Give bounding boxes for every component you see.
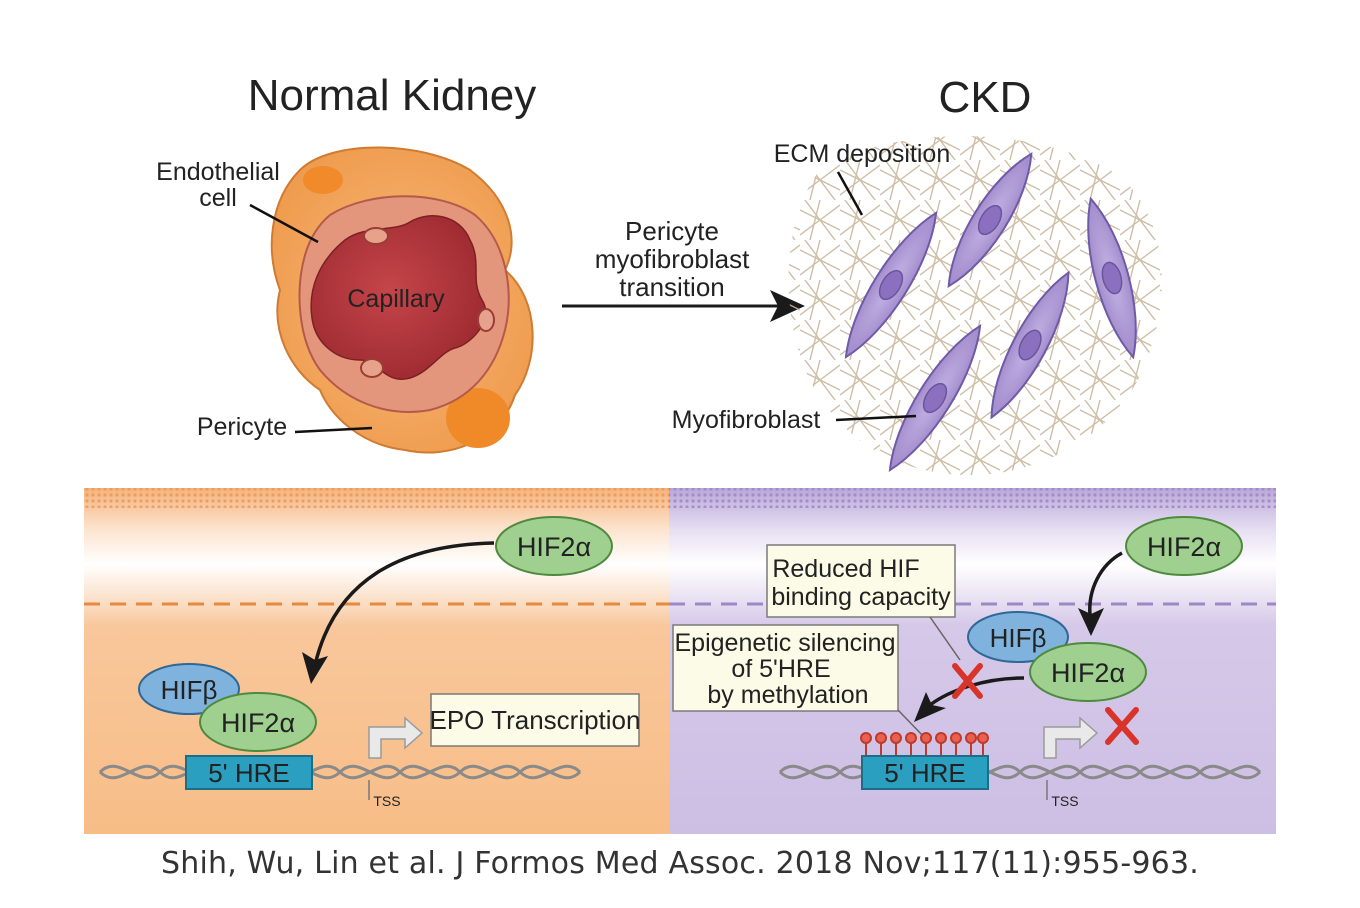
myofibroblast-cell: [990, 270, 1070, 420]
epigenetic-pointer: [897, 709, 926, 739]
ecm-pointer: [836, 171, 864, 216]
endothelial-label-2: cell: [199, 184, 237, 212]
epo-box: [430, 693, 640, 747]
reduced-binding-label-1: Reduced HIF: [772, 555, 919, 583]
transition-label-1: Pericyte: [625, 216, 719, 246]
ckd-title: CKD: [939, 73, 1032, 122]
inhibition-x-binding: [952, 663, 983, 699]
transcription-start-arrow: [368, 716, 424, 759]
ckd-cell-panel: HIF2α Reduced HIF binding capacity Epige…: [669, 488, 1276, 834]
dna-helix-left: [98, 764, 582, 780]
ecm-label: ECM deposition: [774, 140, 950, 168]
normal-membrane: [84, 488, 669, 508]
tss-label-right: TSS: [1051, 793, 1078, 809]
hif2a-translocation-arrow: [313, 541, 495, 666]
epo-label: EPO Transcription: [430, 705, 641, 735]
myofibroblast-cell: [1087, 196, 1137, 360]
hif2a-free-oval-ckd: [1125, 516, 1243, 576]
myofibroblast-label: Myofibroblast: [672, 406, 821, 434]
hif2a-free-label: HIF2α: [517, 532, 591, 562]
epigenetic-box: [672, 624, 899, 712]
pericyte-nucleus-bottom: [446, 388, 510, 448]
pericyte-label: Pericyte: [197, 413, 287, 441]
myofibroblast-cell: [947, 152, 1033, 288]
normal-cell-panel: HIF2α 5' HRE HIFβ HIF2α TSS EPO Transcri…: [84, 488, 669, 834]
pericyte-nucleus-top: [303, 166, 343, 194]
citation: Shih, Wu, Lin et al. J Formos Med Assoc.…: [161, 846, 1199, 881]
hif2a-bound-label-ckd: HIF2α: [1051, 658, 1125, 688]
reduced-binding-pointer: [929, 616, 961, 661]
reduced-binding-label-2: binding capacity: [771, 583, 951, 611]
myofibroblast-pointer: [835, 414, 917, 422]
endothelial-pointer: [249, 203, 319, 244]
hre-label-right: 5' HRE: [884, 758, 966, 788]
hif2a-translocation-arrowhead-ckd: [1078, 608, 1104, 636]
tss-label-left: TSS: [373, 793, 400, 809]
blocked-binding-arrowhead: [914, 692, 946, 722]
endothelial-nucleus: [477, 308, 495, 332]
hifb-oval-left: [138, 663, 240, 715]
epigenetic-label-1: Epigenetic silencing: [675, 629, 896, 657]
transition-label-3: transition: [619, 272, 725, 302]
hre-label-left: 5' HRE: [208, 758, 290, 788]
normal-kidney-title: Normal Kidney: [248, 71, 537, 120]
transition-arrowhead: [770, 290, 805, 322]
dna-helix-right: [778, 764, 1262, 780]
endothelial-nucleus: [363, 227, 389, 245]
ecm-region: [788, 136, 1162, 476]
hifb-label-left: HIFβ: [161, 675, 218, 705]
hre-box-right: [861, 755, 989, 790]
ckd-membrane: [669, 488, 1276, 508]
hif2a-translocation-arrowhead: [302, 652, 328, 684]
hre-box-left: [185, 755, 313, 790]
hif2a-bound-oval-ckd: [1029, 642, 1147, 702]
epigenetic-label-2: of 5'HRE: [731, 655, 830, 683]
myofibroblast-cell: [888, 323, 982, 473]
myofibroblast-cell: [844, 210, 938, 360]
capillary-lumen: [310, 215, 487, 380]
myofibroblasts: [844, 152, 1137, 473]
ecm-fibers: [788, 136, 1162, 476]
reduced-binding-box: [766, 544, 956, 618]
endothelial-label-1: Endothelial: [156, 158, 280, 186]
hif2a-free-oval: [495, 516, 613, 576]
capillary-cross-section: [270, 146, 534, 454]
hif2a-free-label-ckd: HIF2α: [1147, 532, 1221, 562]
capillary-label: Capillary: [347, 285, 445, 313]
hifb-label-ckd: HIFβ: [990, 623, 1047, 653]
hif2a-bound-oval-left: [199, 692, 317, 752]
methylation-marks: [860, 732, 989, 756]
inhibition-x-transcription: [1105, 707, 1139, 745]
endothelial-nucleus: [360, 358, 384, 378]
hif2a-translocation-arrow-ckd: [1088, 551, 1123, 616]
pericyte-pointer: [294, 426, 373, 434]
hif2a-bound-label-left: HIF2α: [221, 708, 295, 738]
transition-label-2: myofibroblast: [595, 244, 750, 274]
hifb-oval-ckd: [967, 611, 1069, 663]
epigenetic-label-3: by methylation: [707, 681, 868, 709]
transcription-start-arrow-ckd: [1043, 716, 1099, 759]
